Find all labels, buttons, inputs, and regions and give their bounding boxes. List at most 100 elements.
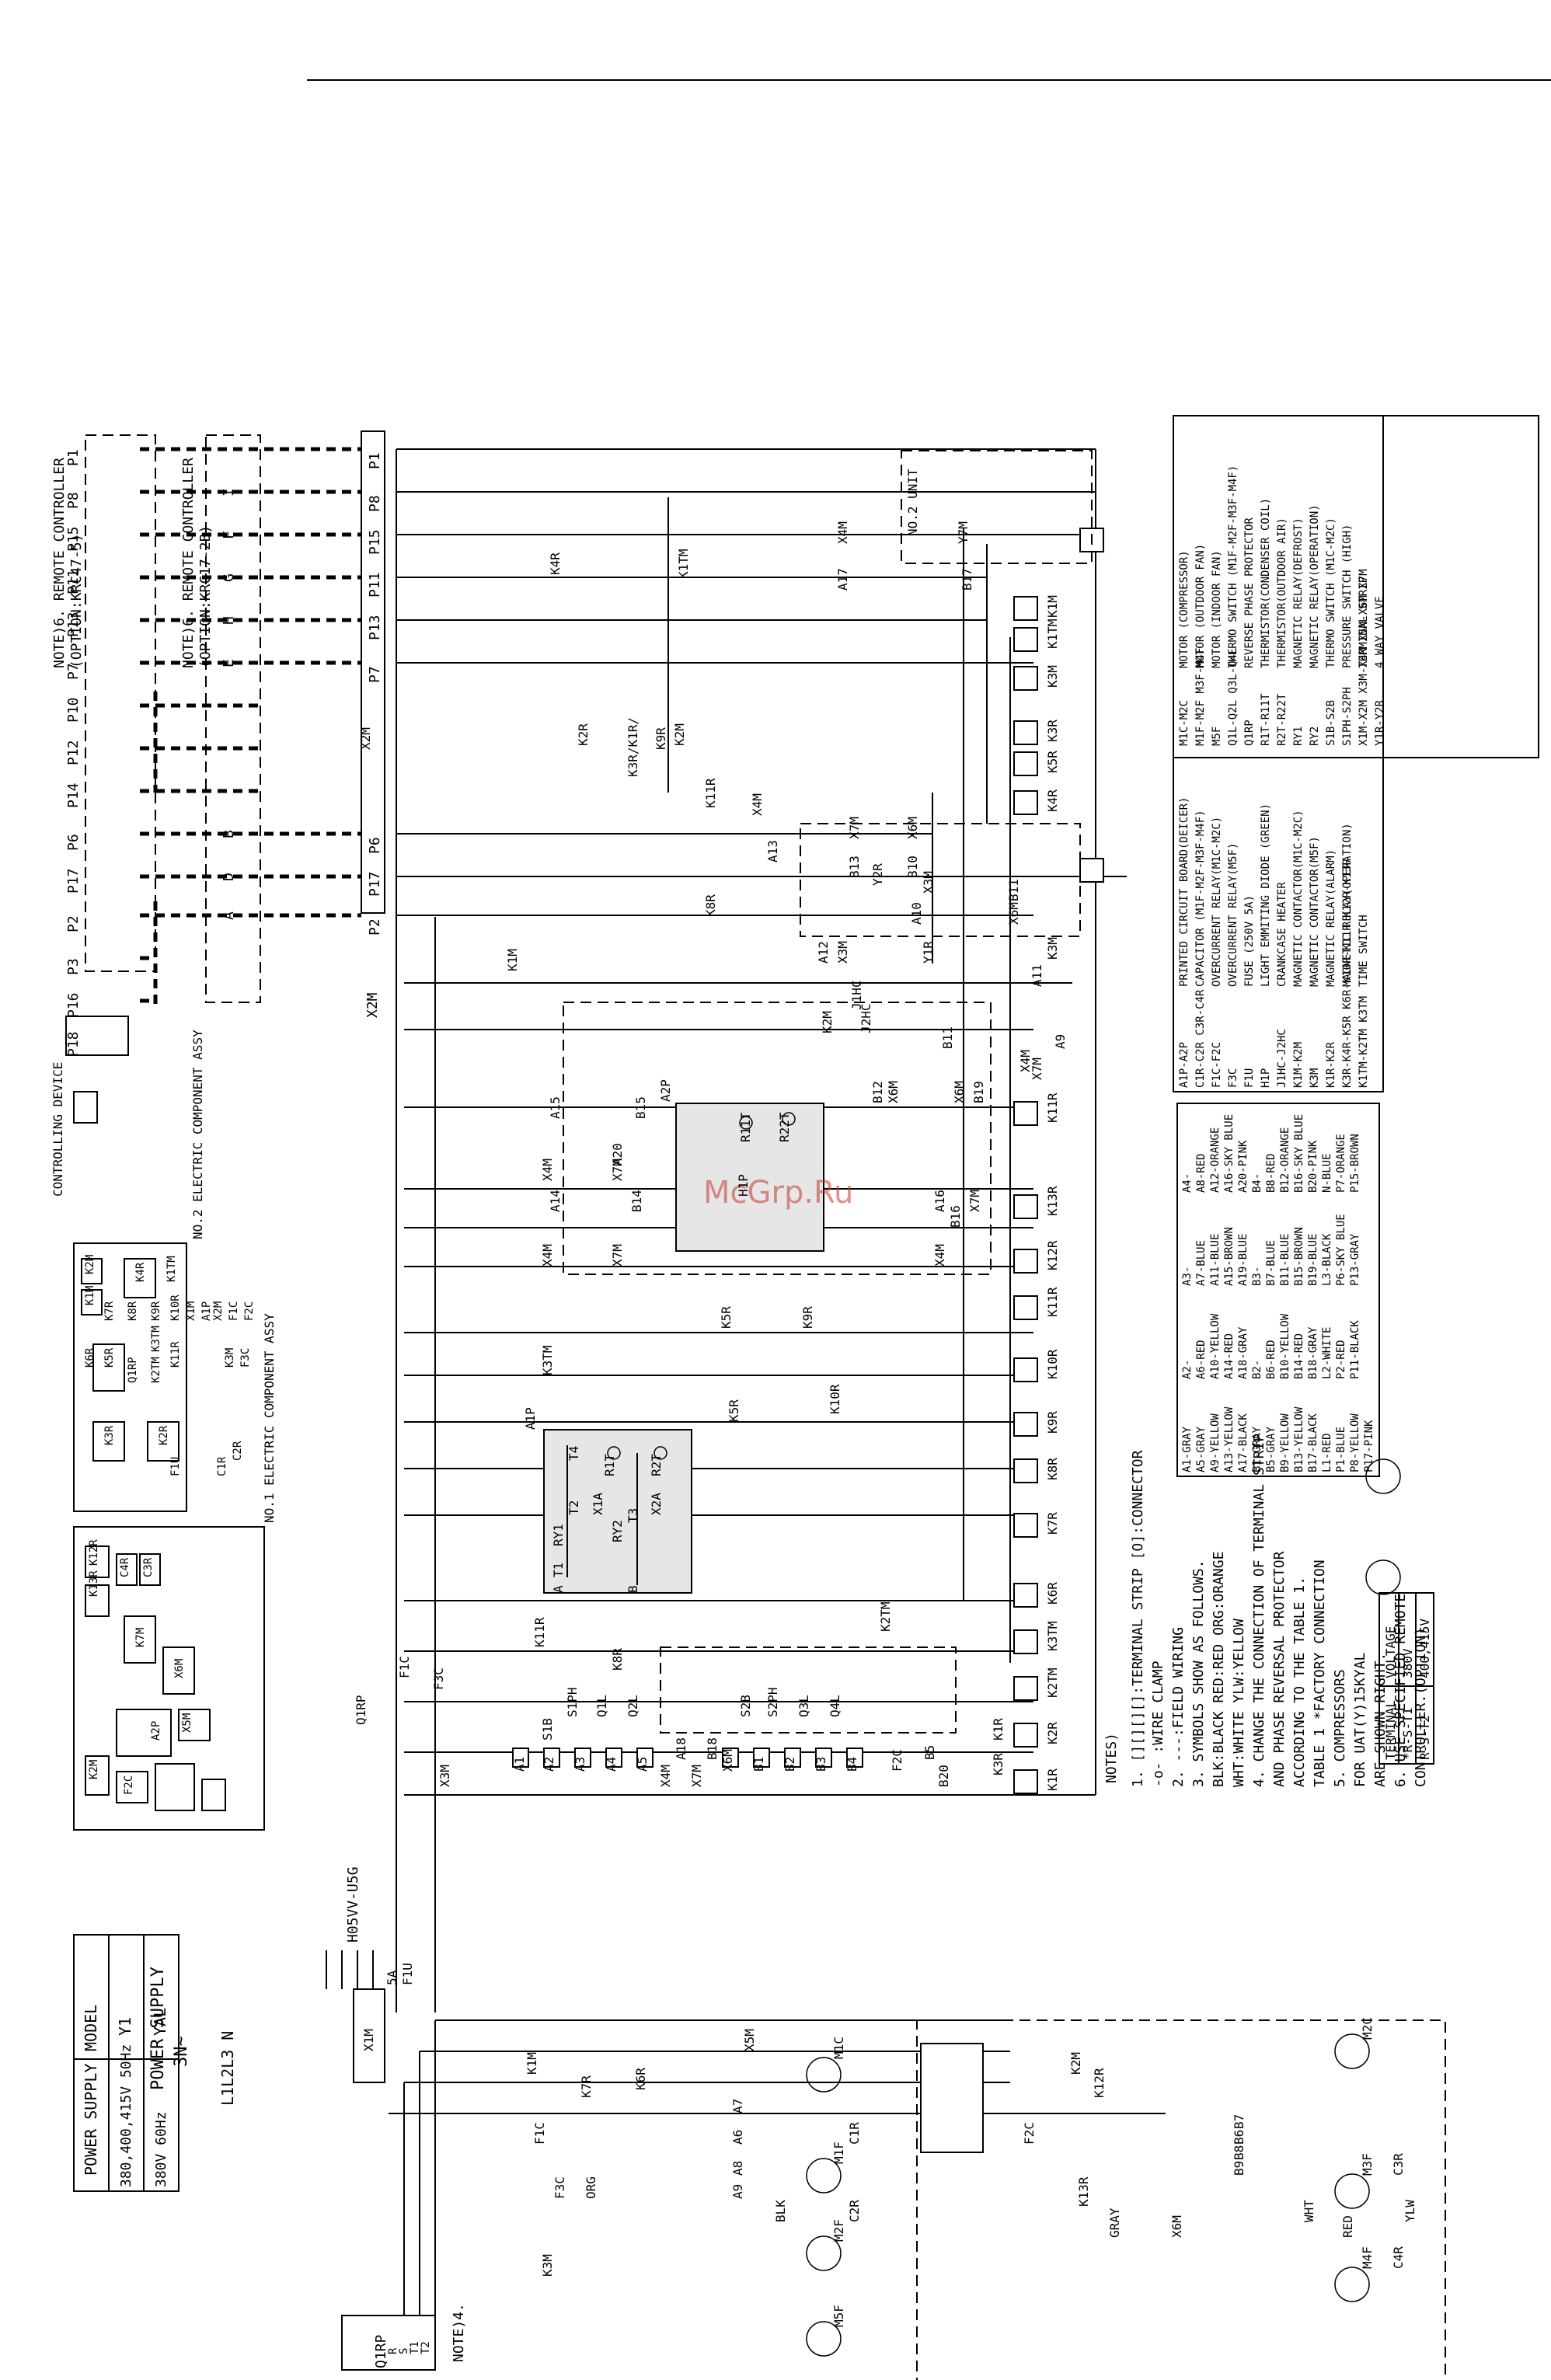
legend-code: S1PH-S2PH (1341, 687, 1354, 746)
circuit-label: K8R (610, 1648, 625, 1671)
relay-coil-label: K6R (1045, 1582, 1060, 1605)
legend-code: S1B-S2B (1325, 700, 1337, 746)
legend-code: Y1R-Y2R (1374, 699, 1386, 746)
component-label: C2R (232, 1441, 244, 1461)
table1-cell: 380V (1400, 1648, 1415, 1678)
color-cell: B9-YELLOW (1279, 1413, 1291, 1472)
legend-desc: MOTOR (OUTDOOR FAN) (1194, 544, 1207, 668)
circuit-label: X4M (750, 793, 765, 816)
pin-label: P7 (65, 663, 82, 680)
circuit-label: Y2R (870, 863, 885, 886)
color-cell: A19-BLUE (1237, 1234, 1250, 1286)
component-label: K2R (158, 1425, 170, 1445)
component-label: K7M (134, 1628, 147, 1647)
relay-coil-label: K3TM (1045, 1621, 1060, 1651)
color-cell: P8-YELLOW (1349, 1413, 1361, 1472)
no1-assy: NO.1 ELECTRIC COMPONENT ASSY (262, 1313, 277, 1523)
motor-label: C1R (847, 2122, 862, 2145)
color-cell: B6-RED (1265, 1340, 1277, 1379)
component-label: K7R (103, 1301, 116, 1321)
legend-desc: OVERCURRENT RELAY(M5F) (1227, 843, 1239, 987)
component-label: F1C (228, 1302, 240, 1321)
component-label: F2C (123, 1775, 135, 1795)
board-label: A1P (523, 1407, 538, 1430)
relay-coil-column (1013, 528, 1104, 1794)
component-label: K3TM (150, 1326, 162, 1352)
component-label: K6R (84, 1347, 96, 1368)
legend-code: M5F (1211, 727, 1223, 746)
legend-desc: MOTOR (INDOOR FAN) (1211, 550, 1223, 668)
motor-label: BLK (773, 2200, 788, 2222)
legend-desc: THERMO SWITCH (M1F-M2F-M3F-M4F) (1227, 465, 1239, 668)
circuit-label: X6M (905, 817, 920, 839)
motor-label: C4R (1391, 2246, 1406, 2269)
legend-desc: MOTOR (COMPRESSOR) (1178, 550, 1190, 668)
circuit-label: A17 (835, 568, 850, 591)
circuit-label: A11 (1030, 964, 1044, 987)
circuit-label: B12 (870, 1081, 885, 1103)
relay-coil-label: K5R (1045, 751, 1060, 773)
motor-label: M5F (831, 2305, 846, 2327)
motor-label: K7R (579, 2075, 594, 2098)
table-cell: Y1 (116, 2017, 134, 2036)
note-line: AND PHASE REVERSAL PROTECTOR (1271, 1551, 1288, 1787)
circuit-label: Q4L (828, 1695, 842, 1717)
circuit-label: K5R (719, 1306, 734, 1329)
circuit-label: X7M (689, 1765, 704, 1787)
terminal-letter: I (221, 488, 237, 497)
terminal-letter: E (221, 659, 237, 667)
circuit-label: B5 (922, 1745, 937, 1760)
motor-label: WHT (1302, 2200, 1316, 2222)
circuit-label: F2C (890, 1749, 904, 1772)
table1-header: TERMINAL (1383, 1700, 1398, 1760)
motor-label: ORG (584, 2176, 598, 2199)
legend-desc: TERMINAL STRIP (1358, 577, 1370, 668)
circuit-label: B13 (847, 855, 862, 878)
color-cell: P6-SKY BLUE (1335, 1214, 1347, 1286)
circuit-label: A1 (512, 1757, 527, 1772)
component-label: A1P (200, 1302, 213, 1321)
component-label: F1U (169, 1457, 182, 1476)
legend-code: J1HC-J2HC (1276, 1029, 1288, 1088)
color-cell: P7-ORANGE (1335, 1134, 1347, 1193)
rc2-option-text: (OPTION:KRC17-2B) (197, 525, 214, 668)
motor-label: A6 (730, 2130, 745, 2145)
circuit-label: B11 (940, 1026, 955, 1049)
component-label: K9R (150, 1301, 162, 1321)
component-label: K12R (88, 1539, 100, 1566)
color-cell: B19-BLUE (1307, 1234, 1319, 1286)
circuit-label: Q1L (594, 1695, 609, 1717)
relay-coil-label: K4R (1045, 789, 1060, 812)
color-cell: A7-BLUE (1195, 1240, 1208, 1286)
cable-label: H05VV-U5G (345, 1866, 361, 1943)
circuit-label: A5 (635, 1757, 650, 1772)
note-line: ACCORDING TO THE TABLE 1. (1291, 1577, 1308, 1787)
circuit-label: S1PH (565, 1687, 580, 1717)
circuit-label: X6M (886, 1081, 901, 1103)
motor-label: K2M (1068, 2052, 1083, 2075)
color-cell: P11-BLACK (1349, 1320, 1361, 1379)
color-cell: L3-BLACK (1321, 1233, 1333, 1286)
table-cell: 380,400,415V 50Hz (118, 2044, 134, 2187)
circuit-label: K11R (703, 778, 718, 808)
notes-title: NOTES) (1103, 1733, 1120, 1783)
circuit-label: B1 (751, 1757, 766, 1772)
rc1-note: NOTE)6. REMOTE CONTROLLER (OPTION:KRC47-… (51, 458, 85, 668)
legend-desc: PRESSURE SWITCH (HIGH) (1341, 524, 1354, 668)
board-label: X2A (649, 1493, 664, 1515)
power-supply-caption: POWER SUPPLY 3N~ (148, 1967, 191, 2090)
motor-label: K3M (540, 2254, 555, 2277)
circuit-label: A15 (548, 1096, 563, 1119)
motor-label: C3R (1391, 2153, 1406, 2176)
x2m-pin-label: P17 (367, 871, 383, 897)
circuit-label: A14 (548, 1190, 563, 1212)
color-cell: P15-BROWN (1349, 1134, 1361, 1193)
circuit-label: X7M (610, 1159, 625, 1181)
note-line: TABLE 1 *FACTORY CONNECTION (1312, 1559, 1328, 1787)
component-label: K3R (103, 1425, 116, 1445)
